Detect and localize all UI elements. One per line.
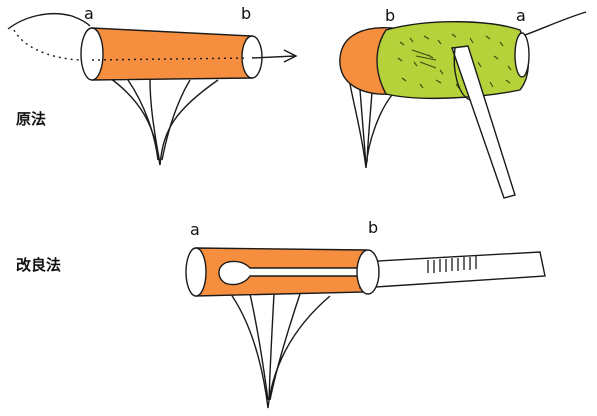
marker-b-bottom: b: [368, 220, 378, 236]
improved-method-label: 改良法: [16, 258, 61, 273]
tube-end-a: [81, 28, 103, 80]
original-tube-figure: [8, 14, 296, 165]
dotted-guide-line: [14, 30, 80, 60]
improved-end-a: [186, 248, 206, 296]
improved-end-b: [357, 250, 379, 294]
marker-a-bottom: a: [190, 222, 200, 238]
everted-end-a: [515, 33, 529, 77]
suture-thread-right: [522, 12, 586, 36]
improved-figure: [186, 248, 545, 408]
marker-a-top-left: a: [84, 6, 94, 22]
orange-bowel-segment: [92, 28, 252, 80]
original-method-label: 原法: [16, 112, 46, 127]
marker-b-top-left: b: [241, 6, 251, 22]
marker-a-top-right: a: [516, 8, 526, 24]
improved-mesentery: [228, 290, 330, 408]
marker-b-top-right: b: [385, 8, 395, 24]
suture-thread-left: [8, 14, 90, 29]
original-everted-figure: [340, 12, 586, 198]
green-mesenteric-fat: [377, 22, 528, 99]
